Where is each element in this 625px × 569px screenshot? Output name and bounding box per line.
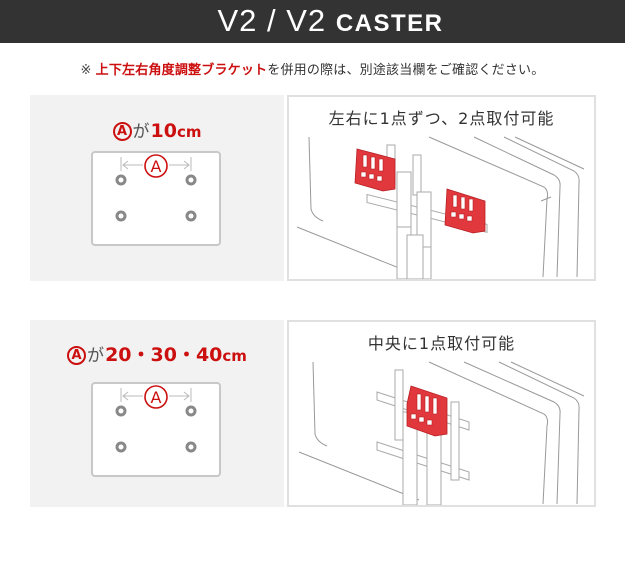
- notice-body: を併用の際は、別途該当欄をご確認ください。: [267, 63, 545, 78]
- spacing-particle: が: [132, 122, 150, 142]
- illustration-caption: 中央に1点取付可能: [367, 334, 516, 353]
- reference-mark: ※: [80, 63, 92, 78]
- spacing-unit: cm: [222, 347, 247, 365]
- illustration-caption: 左右に1点ずつ、2点取付可能: [328, 109, 555, 128]
- header-bar: V2 / V2 CASTER: [0, 0, 625, 43]
- spacing-value: 20・30・40: [105, 344, 223, 366]
- page-title: V2 / V2 CASTER: [182, 0, 444, 45]
- spacing-value: 10: [150, 120, 177, 142]
- circled-a-symbol: A: [112, 122, 132, 141]
- svg-text:A: A: [151, 388, 162, 407]
- title-sub: CASTER: [335, 9, 444, 37]
- mount-illustration-panel: 中央に1点取付可能: [287, 320, 596, 507]
- stand-with-two-brackets-icon: [296, 136, 585, 279]
- spacing-particle: が: [87, 346, 105, 366]
- svg-text:A: A: [151, 157, 162, 176]
- vesa-hole-diagram: A: [91, 151, 221, 246]
- vesa-holes-icon: A: [115, 154, 197, 222]
- vesa-hole-diagram: A: [91, 382, 221, 477]
- notice-text: ※上下左右角度調整ブラケットを併用の際は、別途該当欄をご確認ください。: [0, 59, 625, 78]
- vesa-holes-icon: A: [115, 385, 197, 453]
- title-main: V2 / V2: [217, 2, 327, 38]
- circled-a-symbol: A: [67, 346, 87, 365]
- spacing-unit: cm: [176, 123, 202, 141]
- notice-highlight: 上下左右角度調整ブラケット: [95, 63, 268, 78]
- mount-illustration-panel: 左右に1点ずつ、2点取付可能: [287, 95, 596, 281]
- stand-with-center-bracket-icon: [298, 361, 585, 505]
